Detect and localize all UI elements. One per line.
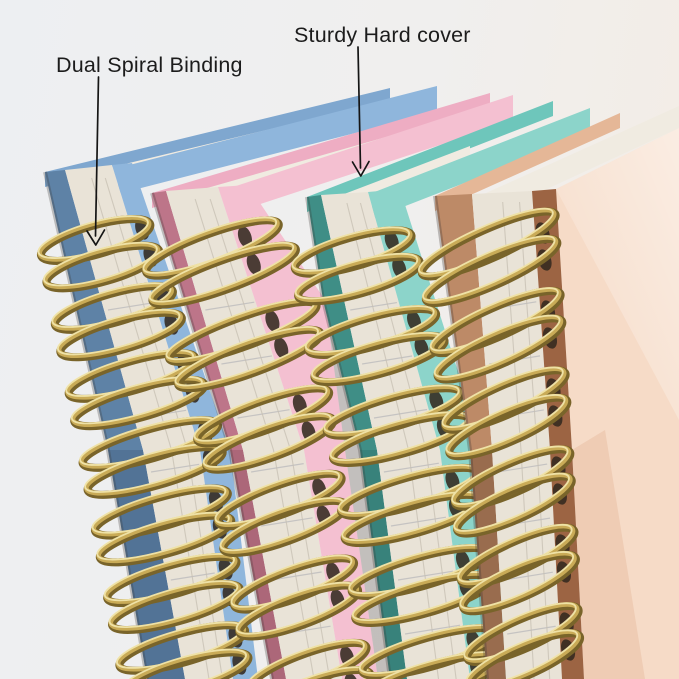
ring-punch-hole — [237, 226, 253, 248]
page-rule-line — [261, 517, 313, 527]
blue-front-top-edge — [118, 86, 437, 194]
teal-front-top-edge — [372, 108, 590, 219]
annotation-arrows — [86, 46, 370, 246]
spiral-ring-wire-highlight — [70, 375, 203, 425]
page-rule-line — [271, 571, 322, 581]
notebook-teal — [290, 189, 512, 679]
spiral-ring-wire-highlight — [453, 472, 570, 532]
spiral-ring-wire-highlight — [202, 412, 332, 468]
cover-top-edges — [45, 86, 679, 220]
ring-punch-hole — [274, 337, 289, 359]
hard-cover-arrow-line — [357, 46, 362, 169]
page-rule-line — [107, 302, 153, 311]
pink-edge-lower-shade — [230, 450, 286, 679]
spiral-binding-arrowhead — [86, 229, 106, 246]
spiral-ring-wire-mid — [120, 648, 250, 679]
page-rule-line — [150, 463, 200, 473]
page-seam-line — [502, 201, 535, 679]
page-rule-line — [251, 463, 304, 473]
annotation-label-hard-cover: Sturdy Hard cover — [294, 23, 471, 47]
pink-teal-gap-shadow — [323, 300, 390, 679]
spiral-ring-wire-highlight — [445, 394, 566, 455]
page-rule-line — [373, 408, 428, 419]
page-rule-line — [362, 355, 413, 365]
spiral-ring-wire-highlight — [294, 252, 419, 300]
page-rule-line — [350, 301, 398, 311]
spiral-ring-wire-highlight — [96, 511, 230, 561]
page-rule-line — [221, 355, 272, 365]
peach-face-lower-shade — [572, 430, 645, 679]
spiral-ring-wire-highlight — [120, 648, 247, 679]
spiral-ring-wire-highlight — [56, 308, 181, 356]
page-rule-line — [405, 624, 461, 635]
spiral-ring-wire-mid — [465, 629, 581, 679]
page-rule-line — [205, 301, 255, 311]
spiral-binding-arrow-line — [94, 76, 100, 237]
spiral-ring-wire-highlight — [433, 314, 561, 378]
spiral-ring-wire-highlight — [459, 551, 575, 610]
ring-punch-hole — [246, 253, 261, 275]
spiral-ring-wire-highlight — [174, 326, 319, 387]
spiral-ring-wire-mid — [246, 639, 368, 679]
peach-back-top-edge — [435, 113, 620, 211]
page-rule-line — [390, 516, 447, 527]
spiral-ring-wire-highlight — [108, 580, 239, 629]
spiral-ring-wire-highlight — [422, 235, 556, 302]
ring-punch-hole — [265, 310, 280, 332]
page-seam-line — [194, 198, 315, 679]
pink-spine-back-edge — [152, 191, 286, 679]
page-rule-line — [170, 572, 215, 581]
annotation-label-spiral-binding: Dual Spiral Binding — [56, 53, 243, 77]
spiral-ring-wire-highlight — [148, 241, 295, 303]
pink-front-top-edge — [230, 95, 513, 214]
notebook-blue — [36, 163, 258, 679]
pink-back-top-edge — [152, 93, 490, 208]
page-rule-line — [397, 570, 454, 581]
notebook-pink — [142, 185, 378, 679]
blue-back-top-edge — [45, 88, 390, 187]
page-rule-line — [237, 409, 290, 419]
peach-face-sheen — [556, 128, 679, 420]
page-rule-line — [383, 462, 439, 473]
hard-cover-arrowhead — [351, 160, 370, 177]
spiral-ring-wire-highlight — [43, 241, 158, 287]
notebook-peach — [417, 128, 679, 679]
spiral-ring-wire-highlight — [465, 629, 579, 679]
teal-back-top-edge — [307, 101, 553, 212]
